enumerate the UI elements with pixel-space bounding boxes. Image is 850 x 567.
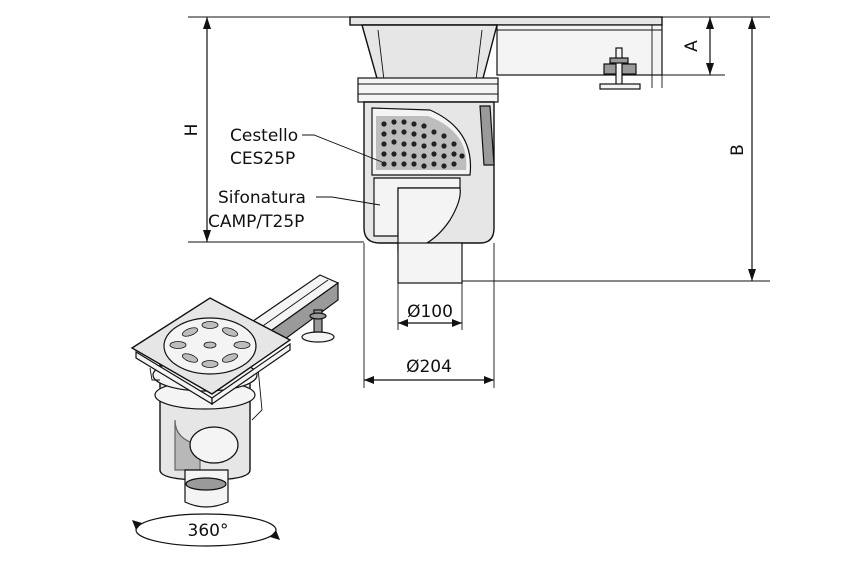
basket-section [371, 107, 472, 176]
basket-code-label: CES25P [230, 149, 295, 169]
dimension-b: B [462, 17, 770, 282]
body-diameter-label: Ø204 [406, 357, 452, 377]
outlet-diameter-label: Ø100 [407, 302, 453, 322]
drain-3d-view [130, 274, 340, 508]
adjustable-foot-icon [599, 47, 641, 90]
basket-name-label: Cestello [230, 126, 298, 146]
dimension-a: A [662, 16, 770, 76]
dimension-body-diameter: Ø204 [363, 243, 495, 388]
trap-name-label: Sifonatura [218, 188, 306, 208]
adjustable-foot-icon [301, 309, 335, 343]
dimension-outlet-diameter: Ø100 [397, 283, 463, 330]
dimension-h: H [182, 16, 364, 243]
dimension-a-label: A [682, 40, 702, 52]
drain-section-view [349, 16, 663, 284]
trap-code-label: CAMP/T25P [208, 212, 304, 232]
rotation-indicator: 360° [132, 513, 280, 547]
dimension-h-label: H [182, 124, 202, 137]
basket-callout: Cestello CES25P [230, 126, 383, 169]
rotation-label: 360° [188, 521, 229, 541]
dimension-b-label: B [728, 144, 748, 156]
trap-callout: Sifonatura CAMP/T25P [208, 188, 381, 232]
